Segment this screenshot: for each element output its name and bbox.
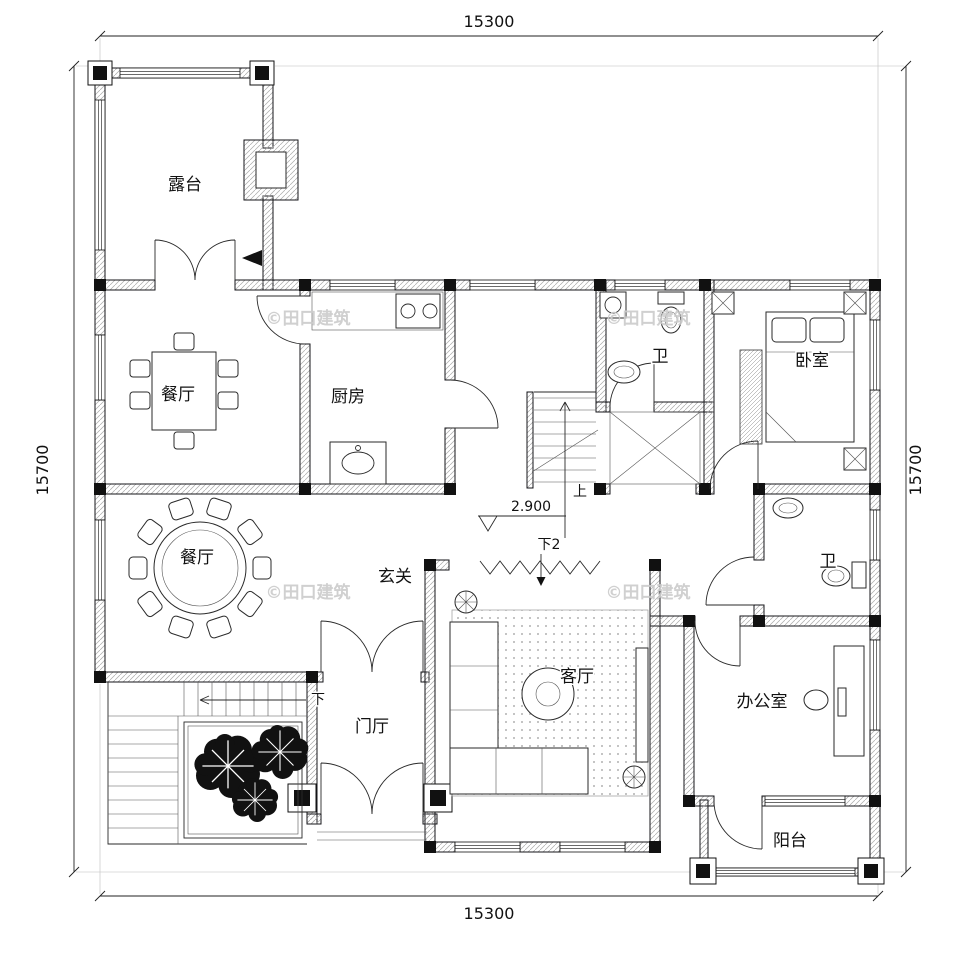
label-balcony: 阳台 bbox=[773, 831, 807, 851]
label-living-room: 客厅 bbox=[560, 667, 594, 687]
furniture-bedroom bbox=[711, 291, 867, 471]
screen-zigzag bbox=[479, 560, 601, 575]
dimension-bottom-value: 15300 bbox=[464, 904, 515, 923]
stair-void bbox=[609, 411, 701, 485]
dimension-left: 15700 bbox=[33, 60, 80, 878]
watermark-text: ©田口建筑 bbox=[266, 308, 351, 329]
dimension-left-value: 15700 bbox=[33, 445, 52, 496]
entrance-steps bbox=[317, 831, 427, 841]
stairs-up-label: 上 bbox=[573, 484, 587, 500]
furniture-bath-upper bbox=[599, 291, 685, 384]
dimension-top: 15300 bbox=[94, 12, 884, 42]
watermark-text: ©田口建筑 bbox=[606, 308, 691, 329]
arrow-down2: 下2 bbox=[536, 536, 562, 586]
watermark-text: ©田口建筑 bbox=[606, 582, 691, 603]
dimension-right: 15700 bbox=[900, 60, 925, 878]
watermarks: ©田口建筑 ©田口建筑 ©田口建筑 ©田口建筑 bbox=[266, 308, 691, 603]
guide-lines bbox=[76, 38, 904, 894]
elevation-value: 2.900 bbox=[511, 499, 551, 515]
windows bbox=[94, 67, 881, 877]
dimension-bottom: 15300 bbox=[94, 890, 884, 923]
staircase-exterior bbox=[107, 682, 309, 845]
dimension-top-value: 15300 bbox=[464, 12, 515, 31]
watermark-text: ©田口建筑 bbox=[266, 582, 351, 603]
furniture-dining-lower bbox=[128, 497, 272, 639]
label-bath-upper: 卫 bbox=[652, 347, 669, 367]
furniture-living bbox=[449, 590, 649, 797]
stairs-down-label: 下 bbox=[311, 692, 325, 708]
label-terrace: 露台 bbox=[168, 175, 202, 195]
staircase-main bbox=[531, 391, 599, 538]
furniture-office bbox=[803, 645, 865, 757]
label-bath-lower: 卫 bbox=[820, 552, 837, 572]
label-dining-lower: 餐厅 bbox=[180, 548, 214, 568]
label-kitchen: 厨房 bbox=[331, 387, 365, 407]
label-foyer: 门厅 bbox=[355, 717, 389, 737]
label-entry-hall: 玄关 bbox=[378, 567, 412, 587]
furniture-dining-upper bbox=[129, 332, 239, 450]
label-dining-upper: 餐厅 bbox=[161, 385, 195, 405]
plant-icon bbox=[622, 765, 646, 789]
furniture-bath-lower bbox=[772, 497, 867, 589]
dimension-right-value: 15700 bbox=[906, 445, 925, 496]
label-bedroom: 卧室 bbox=[795, 351, 829, 371]
section-marker-icon bbox=[242, 250, 262, 266]
furniture-kitchen bbox=[311, 291, 444, 485]
doors bbox=[154, 239, 763, 850]
elevation-marker: 2.900 bbox=[478, 498, 566, 532]
stairs-down2-label: 下2 bbox=[538, 537, 561, 553]
plant-icon bbox=[454, 590, 478, 614]
label-office: 办公室 bbox=[737, 692, 788, 712]
